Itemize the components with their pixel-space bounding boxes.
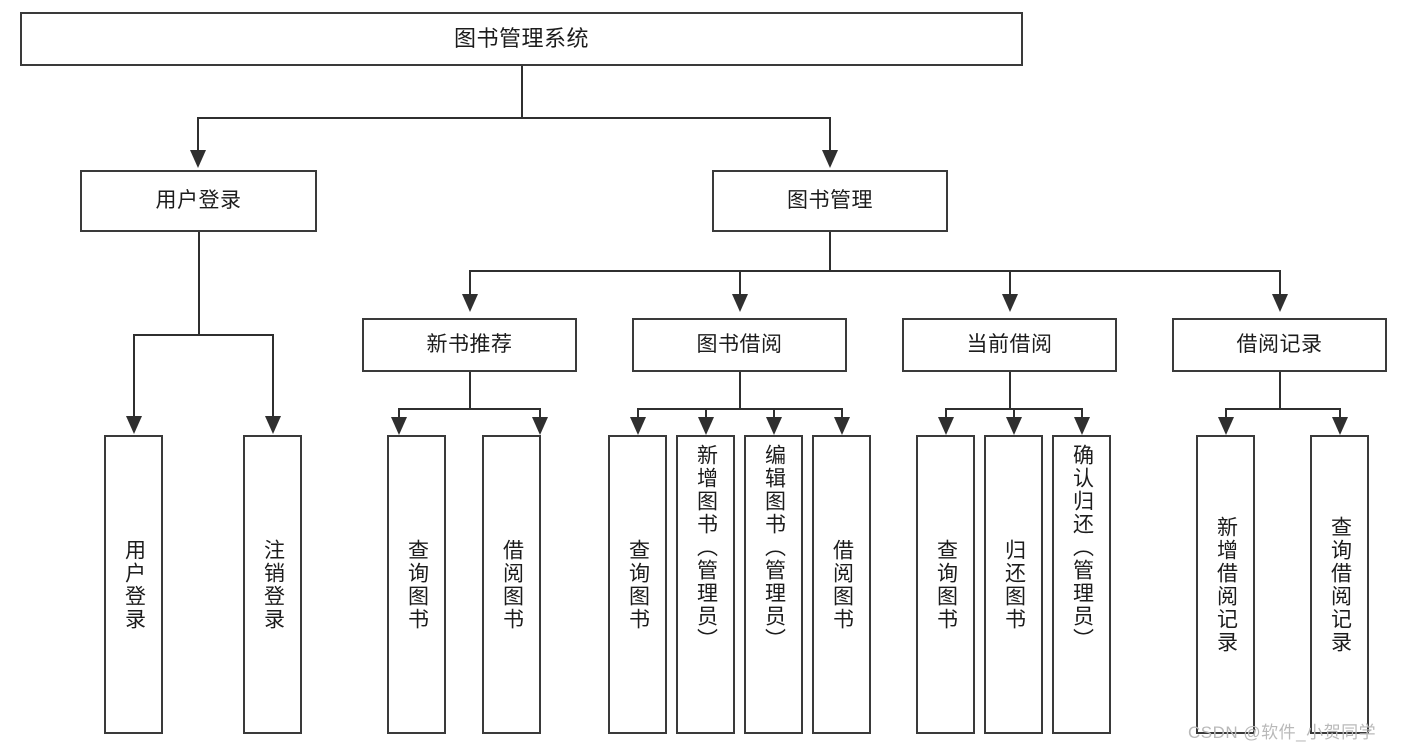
connector-bookborrow-stem — [739, 372, 741, 410]
node-label: 归还图书 — [1002, 538, 1026, 631]
connector-userlogin-drop-2 — [272, 334, 274, 417]
connector-bookborrow-drop-2 — [705, 408, 707, 418]
arrow-to-leaf-add-book — [698, 417, 714, 435]
arrow-to-leaf-query-book-1 — [391, 417, 407, 435]
connector-bookborrow-bus — [637, 408, 842, 410]
connector-userlogin-stem — [198, 232, 200, 335]
leaf-add-book-admin[interactable]: 新增图书（管理员） — [676, 435, 735, 734]
connector-newbook-stem — [469, 372, 471, 410]
connector-bookmanage-stem — [829, 232, 831, 272]
node-user-login[interactable]: 用户登录 — [80, 170, 317, 232]
leaf-confirm-return-admin[interactable]: 确认归还（管理员） — [1052, 435, 1111, 734]
node-label: 注销登录 — [261, 538, 285, 631]
connector-borrowrecord-stem — [1279, 372, 1281, 410]
leaf-query-book-newbook[interactable]: 查询图书 — [387, 435, 446, 734]
node-label: 图书管理系统 — [453, 26, 589, 52]
connector-bookmanage-bus — [469, 270, 1280, 272]
watermark-text: CSDN @软件_小贺同学 — [1188, 723, 1377, 742]
connector-newbook-drop-2 — [539, 408, 541, 418]
leaf-user-login[interactable]: 用户登录 — [104, 435, 163, 734]
node-label: 查询借阅记录 — [1328, 515, 1352, 654]
arrow-to-borrow-record — [1272, 294, 1288, 312]
arrow-to-leaf-user-login — [126, 416, 142, 434]
arrow-to-leaf-query-book-2 — [630, 417, 646, 435]
node-label: 用户登录 — [122, 538, 146, 631]
connector-bookmanage-drop-3 — [1009, 270, 1011, 295]
connector-bookmanage-drop-1 — [469, 270, 471, 295]
node-label: 借阅图书 — [500, 538, 524, 631]
arrow-to-leaf-logout — [265, 416, 281, 434]
node-label: 借阅图书 — [830, 538, 854, 631]
node-new-book-recommend[interactable]: 新书推荐 — [362, 318, 577, 372]
connector-root-bus — [197, 117, 831, 119]
connector-newbook-drop-1 — [398, 408, 400, 418]
node-label: 图书管理 — [787, 188, 873, 212]
arrow-to-leaf-add-record — [1218, 417, 1234, 435]
arrow-to-user-login — [190, 150, 206, 168]
connector-borrowrecord-bus — [1225, 408, 1341, 410]
arrow-to-leaf-borrow-book-1 — [532, 417, 548, 435]
node-label: 借阅记录 — [1236, 332, 1323, 356]
arrow-to-current-borrow — [1002, 294, 1018, 312]
leaf-logout[interactable]: 注销登录 — [243, 435, 302, 734]
node-label: 查询图书 — [626, 538, 650, 631]
leaf-edit-book-admin[interactable]: 编辑图书（管理员） — [744, 435, 803, 734]
arrow-to-leaf-return-book — [1006, 417, 1022, 435]
leaf-query-book-current[interactable]: 查询图书 — [916, 435, 975, 734]
node-label: 确认归还（管理员） — [1070, 444, 1094, 651]
node-root-system[interactable]: 图书管理系统 — [20, 12, 1023, 66]
leaf-return-book[interactable]: 归还图书 — [984, 435, 1043, 734]
node-book-borrow[interactable]: 图书借阅 — [632, 318, 847, 372]
arrow-to-leaf-borrow-book-2 — [834, 417, 850, 435]
connector-currentborrow-drop-1 — [945, 408, 947, 418]
node-label: 查询图书 — [405, 538, 429, 631]
connector-bookmanage-drop-4 — [1279, 270, 1281, 295]
connector-currentborrow-stem — [1009, 372, 1011, 410]
leaf-query-borrow-record[interactable]: 查询借阅记录 — [1310, 435, 1369, 734]
connector-borrowrecord-drop-1 — [1225, 408, 1227, 418]
connector-currentborrow-drop-2 — [1013, 408, 1015, 418]
leaf-add-borrow-record[interactable]: 新增借阅记录 — [1196, 435, 1255, 734]
connector-root-stem — [521, 66, 523, 118]
connector-root-drop-right — [829, 117, 831, 152]
node-label: 用户登录 — [155, 188, 242, 212]
arrow-to-book-borrow — [732, 294, 748, 312]
node-current-borrow[interactable]: 当前借阅 — [902, 318, 1117, 372]
node-label: 新增借阅记录 — [1214, 515, 1238, 654]
arrow-to-leaf-query-book-3 — [938, 417, 954, 435]
connector-bookmanage-drop-2 — [739, 270, 741, 295]
connector-userlogin-bus — [133, 334, 274, 336]
node-borrow-record[interactable]: 借阅记录 — [1172, 318, 1387, 372]
leaf-query-book-borrow[interactable]: 查询图书 — [608, 435, 667, 734]
arrow-to-leaf-query-record — [1332, 417, 1348, 435]
node-label: 编辑图书（管理员） — [762, 444, 786, 651]
node-label: 新增图书（管理员） — [694, 444, 718, 651]
node-label: 图书借阅 — [696, 332, 783, 356]
arrow-to-new-book-recommend — [462, 294, 478, 312]
arrow-to-book-manage — [822, 150, 838, 168]
node-label: 新书推荐 — [426, 332, 513, 356]
connector-currentborrow-drop-3 — [1081, 408, 1083, 418]
leaf-borrow-book-newbook[interactable]: 借阅图书 — [482, 435, 541, 734]
leaf-borrow-book[interactable]: 借阅图书 — [812, 435, 871, 734]
arrow-to-leaf-edit-book — [766, 417, 782, 435]
connector-newbook-bus — [398, 408, 541, 410]
connector-bookborrow-drop-1 — [637, 408, 639, 418]
connector-userlogin-drop-1 — [133, 334, 135, 417]
node-book-manage[interactable]: 图书管理 — [712, 170, 948, 232]
connector-root-drop-left — [197, 117, 199, 152]
arrow-to-leaf-confirm-return — [1074, 417, 1090, 435]
connector-borrowrecord-drop-2 — [1339, 408, 1341, 418]
node-label: 当前借阅 — [966, 332, 1053, 356]
connector-bookborrow-drop-3 — [773, 408, 775, 418]
node-label: 查询图书 — [934, 538, 958, 631]
connector-bookborrow-drop-4 — [841, 408, 843, 418]
